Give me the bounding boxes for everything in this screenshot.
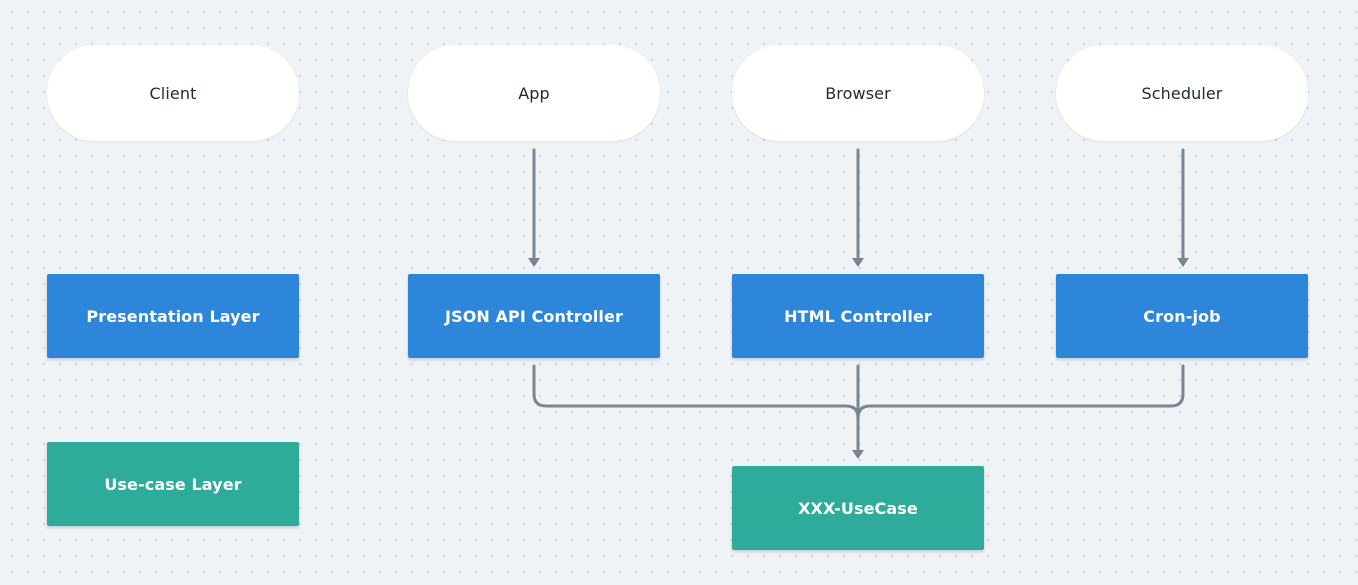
html-controller-node: HTML Controller xyxy=(732,274,984,358)
edge-json-api-to-usecase xyxy=(532,364,860,420)
arrowhead-json-api xyxy=(528,258,540,267)
json-api-controller-node: JSON API Controller xyxy=(408,274,660,358)
scheduler-node: Scheduler xyxy=(1056,45,1308,141)
xxx-usecase-label: XXX-UseCase xyxy=(798,498,918,518)
scheduler-label: Scheduler xyxy=(1141,83,1223,103)
usecase-layer-node: Use-case Layer xyxy=(47,442,299,526)
arrowhead-html xyxy=(852,258,864,267)
cron-job-label: Cron-job xyxy=(1143,306,1221,326)
browser-node: Browser xyxy=(732,45,984,141)
client-node: Client xyxy=(47,45,299,141)
app-node: App xyxy=(408,45,660,141)
browser-label: Browser xyxy=(825,83,891,103)
app-label: App xyxy=(518,83,550,103)
presentation-layer-label: Presentation Layer xyxy=(86,306,260,326)
arrowhead-cron xyxy=(1177,258,1189,267)
json-api-controller-label: JSON API Controller xyxy=(445,306,623,326)
cron-job-node: Cron-job xyxy=(1056,274,1308,358)
arrowhead-usecase xyxy=(852,450,864,459)
client-label: Client xyxy=(149,83,197,103)
html-controller-label: HTML Controller xyxy=(784,306,932,326)
edge-cron-to-usecase xyxy=(856,364,1185,420)
presentation-layer-node: Presentation Layer xyxy=(47,274,299,358)
usecase-layer-label: Use-case Layer xyxy=(104,474,242,494)
xxx-usecase-node: XXX-UseCase xyxy=(732,466,984,550)
